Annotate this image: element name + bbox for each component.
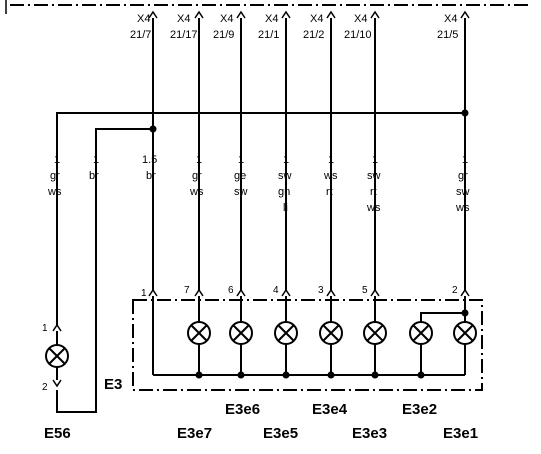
svg-text:21/10: 21/10 bbox=[344, 29, 372, 41]
label-e3e4: E3e4 bbox=[312, 401, 348, 418]
svg-text:sw: sw bbox=[278, 170, 292, 182]
connector-x4-21-1: X4 21/1 bbox=[258, 13, 279, 41]
svg-text:3: 3 bbox=[318, 285, 324, 296]
lamp-e3e5-icon bbox=[274, 321, 298, 345]
svg-text:1: 1 bbox=[283, 154, 289, 166]
wire-label-ws-rt: 1 ws rt bbox=[323, 154, 338, 198]
svg-text:21/17: 21/17 bbox=[170, 29, 198, 41]
label-e3e6: E3e6 bbox=[225, 401, 260, 418]
e3-pin-2: 2 bbox=[452, 285, 470, 297]
wire-label-br-ground: 1.5 br bbox=[142, 154, 157, 182]
svg-text:21/5: 21/5 bbox=[437, 29, 458, 41]
e56-pin-2: 2 bbox=[42, 379, 62, 393]
label-e3e2: E3e2 bbox=[402, 401, 437, 418]
svg-text:7: 7 bbox=[184, 285, 190, 296]
vertical-wires bbox=[152, 18, 466, 290]
svg-text:X4: X4 bbox=[444, 13, 457, 25]
svg-text:ge: ge bbox=[234, 170, 246, 182]
svg-text:X4: X4 bbox=[220, 13, 233, 25]
lamp-e3e7-icon bbox=[187, 321, 211, 345]
svg-text:gr: gr bbox=[458, 170, 468, 182]
wire-label-gr-sw-ws: 1 gr sw ws bbox=[455, 154, 470, 214]
e3-pin-1: 1 bbox=[141, 288, 158, 299]
svg-text:ws: ws bbox=[366, 202, 381, 214]
svg-text:ws: ws bbox=[189, 186, 204, 198]
svg-text:li: li bbox=[283, 202, 288, 214]
connector-x4-21-9: X4 21/9 bbox=[213, 13, 234, 41]
lamp-e3e6-icon bbox=[229, 321, 253, 345]
svg-text:1: 1 bbox=[141, 288, 147, 299]
svg-text:1: 1 bbox=[372, 154, 378, 166]
top-pin-arrows bbox=[148, 10, 470, 19]
connector-x4-21-7: X4 21/7 bbox=[130, 13, 151, 41]
svg-text:rt: rt bbox=[370, 186, 377, 198]
wire-label-gr-ws-e56: 1 gr ws bbox=[47, 154, 62, 198]
svg-text:br: br bbox=[146, 170, 156, 182]
svg-text:X4: X4 bbox=[177, 13, 190, 25]
e3-pin-4: 4 bbox=[273, 285, 291, 297]
e3-pin-6: 6 bbox=[228, 285, 246, 297]
svg-text:1: 1 bbox=[328, 154, 334, 166]
lamp-e3e2-icon bbox=[409, 321, 433, 345]
svg-text:rt: rt bbox=[326, 186, 333, 198]
svg-text:1.5: 1.5 bbox=[142, 154, 157, 166]
svg-text:X4: X4 bbox=[137, 13, 150, 25]
wire-label-gr-ws: 1 gr ws bbox=[189, 154, 204, 198]
svg-text:X4: X4 bbox=[354, 13, 367, 25]
label-e3e5: E3e5 bbox=[263, 425, 298, 442]
svg-text:gn: gn bbox=[278, 186, 290, 198]
lamp-e3e4-icon bbox=[319, 321, 343, 345]
svg-text:2: 2 bbox=[42, 382, 48, 393]
bus-wires bbox=[56, 109, 469, 413]
e3-enclosure bbox=[132, 299, 483, 391]
svg-text:ws: ws bbox=[47, 186, 62, 198]
lamp-e56-icon bbox=[45, 331, 69, 380]
svg-text:sw: sw bbox=[367, 170, 381, 182]
e3-pin-5: 5 bbox=[362, 285, 380, 297]
svg-text:21/2: 21/2 bbox=[303, 29, 324, 41]
connector-x4-21-17: X4 21/17 bbox=[170, 13, 198, 41]
svg-text:1: 1 bbox=[238, 154, 244, 166]
lamp-e3e3-icon bbox=[363, 321, 387, 345]
svg-text:X4: X4 bbox=[265, 13, 278, 25]
e3-internal-wiring bbox=[152, 296, 469, 379]
svg-text:1: 1 bbox=[93, 154, 99, 166]
label-e3e3: E3e3 bbox=[352, 425, 387, 442]
svg-text:21/7: 21/7 bbox=[130, 29, 151, 41]
label-e3e1: E3e1 bbox=[443, 425, 478, 442]
svg-text:1: 1 bbox=[42, 323, 48, 334]
svg-text:1: 1 bbox=[196, 154, 202, 166]
label-e3: E3 bbox=[104, 376, 122, 393]
svg-text:sw: sw bbox=[234, 186, 248, 198]
svg-text:sw: sw bbox=[456, 186, 470, 198]
e3-pin-7: 7 bbox=[184, 285, 204, 297]
svg-text:4: 4 bbox=[273, 285, 279, 296]
wire-label-ge-sw: 1 ge sw bbox=[234, 154, 248, 198]
svg-text:gr: gr bbox=[50, 170, 60, 182]
svg-text:21/1: 21/1 bbox=[258, 29, 279, 41]
e56-pin-1: 1 bbox=[42, 323, 62, 334]
e3-pin-3: 3 bbox=[318, 285, 336, 297]
svg-text:ws: ws bbox=[455, 202, 470, 214]
label-e56: E56 bbox=[44, 425, 71, 442]
svg-text:gr: gr bbox=[192, 170, 202, 182]
svg-text:5: 5 bbox=[362, 285, 368, 296]
connector-x4-21-5: X4 21/5 bbox=[437, 13, 458, 41]
svg-text:21/9: 21/9 bbox=[213, 29, 234, 41]
svg-text:1: 1 bbox=[462, 154, 468, 166]
svg-text:ws: ws bbox=[323, 170, 338, 182]
wire-label-sw-gn-li: 1 sw gn li bbox=[278, 154, 292, 214]
svg-text:1: 1 bbox=[54, 154, 60, 166]
svg-text:X4: X4 bbox=[310, 13, 323, 25]
svg-text:br: br bbox=[89, 170, 99, 182]
svg-text:2: 2 bbox=[452, 285, 458, 296]
wire-label-sw-rt-ws: 1 sw rt ws bbox=[366, 154, 381, 214]
lamp-e3e1-icon bbox=[453, 321, 477, 345]
connector-x4-21-2: X4 21/2 bbox=[303, 13, 324, 41]
wire-label-br-e56: 1 br bbox=[89, 154, 99, 182]
svg-text:6: 6 bbox=[228, 285, 234, 296]
label-e3e7: E3e7 bbox=[177, 425, 212, 442]
connector-x4-21-10: X4 21/10 bbox=[344, 13, 372, 41]
